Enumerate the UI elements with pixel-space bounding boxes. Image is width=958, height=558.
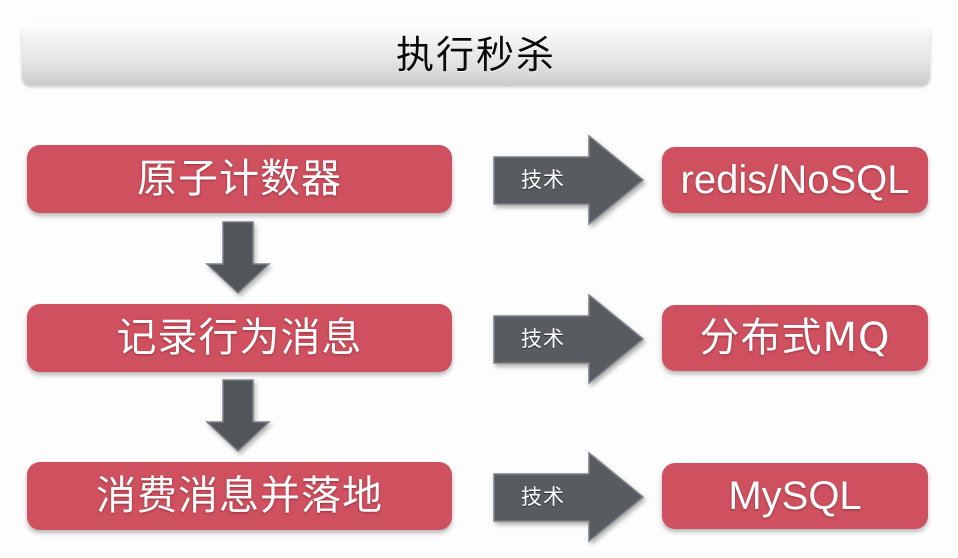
tech-label-3: MySQL (728, 474, 862, 518)
tech-box-2[interactable]: 分布式MQ (662, 305, 928, 371)
page-title: 执行秒杀 (395, 32, 556, 77)
tech-arrow-3: 技术 (492, 451, 645, 543)
flow-step-label-3: 消费消息并落地 (96, 473, 383, 519)
tech-box-3[interactable]: MySQL (662, 463, 928, 529)
flow-connector-arrow-2 (205, 379, 271, 453)
flow-step-box-1[interactable]: 原子计数器 (27, 145, 452, 213)
flow-step-label-1: 原子计数器 (137, 156, 342, 202)
tech-box-1[interactable]: redis/NoSQL (662, 147, 928, 213)
flow-step-box-3[interactable]: 消费消息并落地 (27, 462, 452, 530)
tech-arrow-2: 技术 (492, 293, 645, 385)
title-banner: 执行秒杀 (22, 24, 930, 85)
tech-arrow-1: 技术 (492, 134, 645, 226)
flow-step-label-2: 记录行为消息 (116, 315, 363, 361)
flow-connector-arrow-1 (205, 221, 271, 295)
tech-label-2: 分布式MQ (699, 315, 891, 361)
tech-label-1: redis/NoSQL (680, 158, 910, 202)
flow-step-box-2[interactable]: 记录行为消息 (27, 304, 452, 372)
